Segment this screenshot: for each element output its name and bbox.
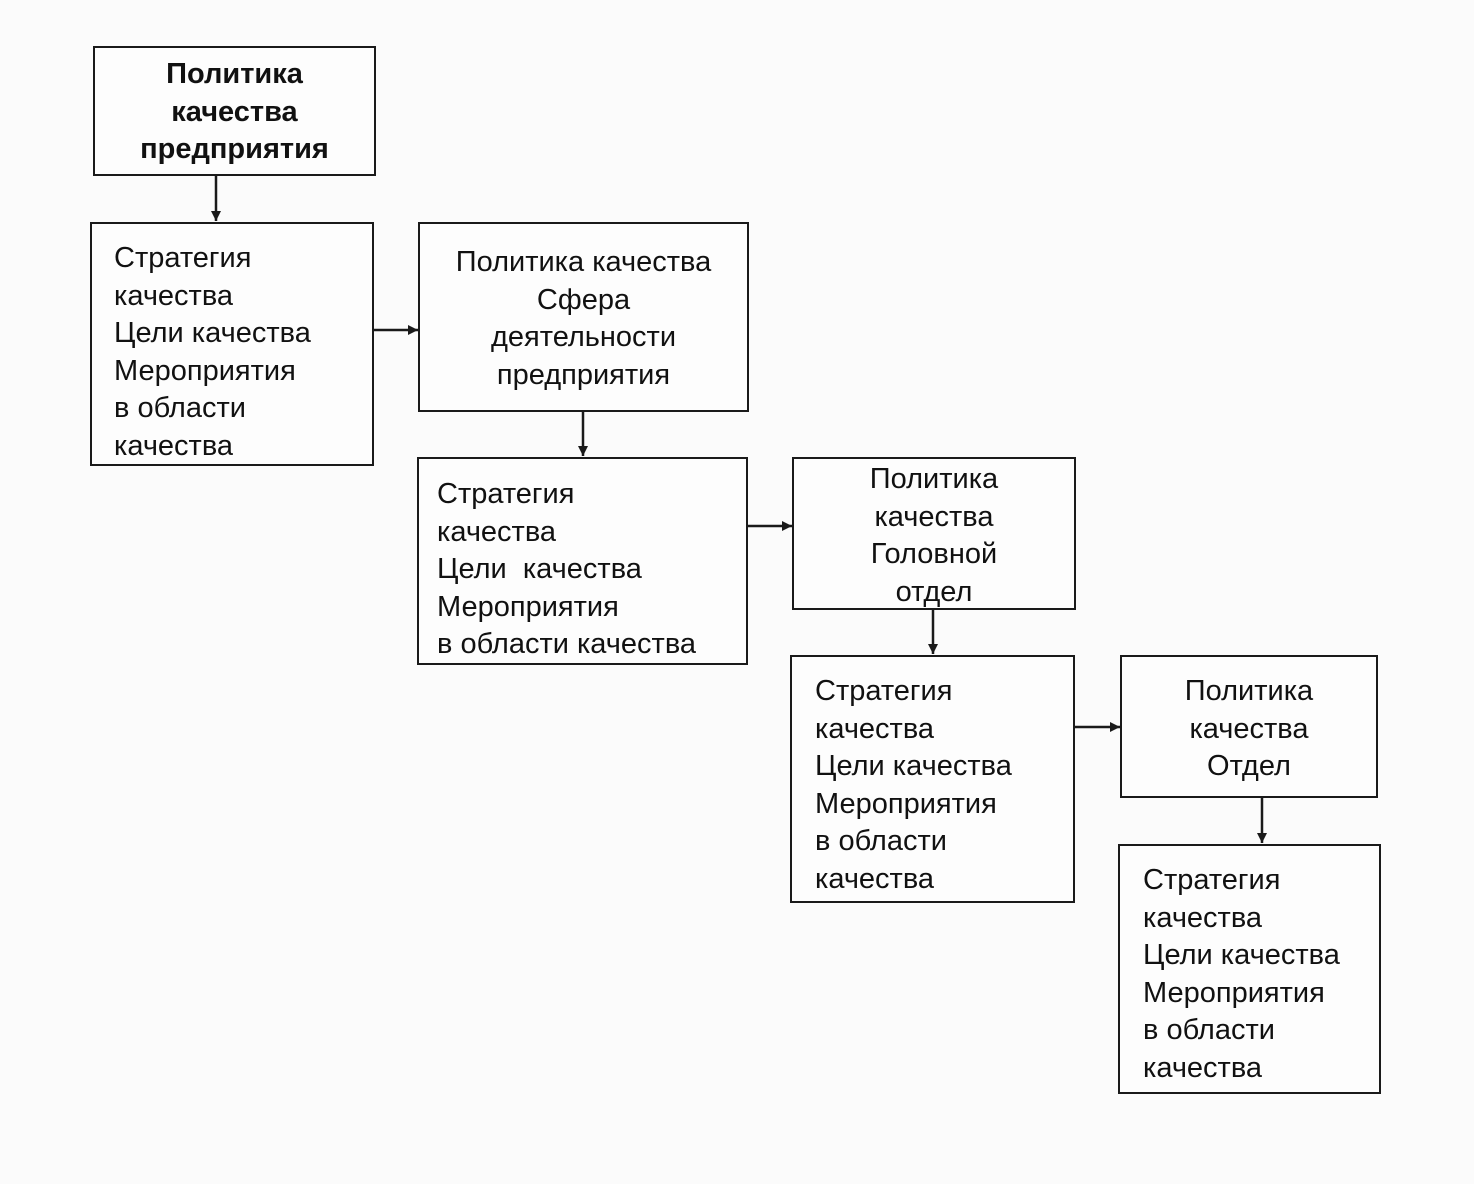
box-line: Головной	[870, 538, 998, 570]
head-department-quality-strategy-box: Стратегия качества Цели качества Меропри…	[790, 655, 1075, 903]
box-line: качества	[114, 279, 234, 312]
box-line: качества	[815, 862, 935, 895]
box-line: качества	[171, 95, 298, 128]
box-line: Мероприятия	[1143, 976, 1325, 1009]
enterprise-quality-strategy-box: Стратегия качества Цели качества Меропри…	[90, 222, 374, 466]
box-line: Политика	[1184, 675, 1314, 707]
box-line: в области	[815, 825, 947, 857]
box-line: Мероприятия	[114, 354, 296, 387]
department-quality-strategy-box: Стратегия качества Цели качества Меропри…	[1118, 844, 1381, 1094]
box-line: в области	[114, 392, 246, 424]
department-quality-policy-box: Политика качества Отдел	[1120, 655, 1378, 798]
box-line: качества	[437, 515, 557, 548]
box-line: предприятия	[496, 358, 671, 391]
box-line: в области качества	[437, 628, 697, 660]
head-department-quality-policy-box: Политика качества Головной отдел	[792, 457, 1076, 610]
box-line: Политика	[869, 463, 999, 495]
box-line: качества	[1143, 901, 1263, 934]
box-line: Отдел	[1207, 750, 1291, 782]
box-line: качества	[1189, 712, 1309, 745]
box-line: Цели качества	[437, 553, 642, 585]
box-line: Цели качества	[815, 750, 1012, 782]
business-area-quality-strategy-box: Стратегия качества Цели качества Меропри…	[417, 457, 748, 665]
box-line: отдел	[895, 575, 973, 608]
box-line: качества	[874, 500, 994, 533]
box-line: Цели качества	[1143, 939, 1340, 971]
box-line: Стратегия	[815, 675, 953, 707]
box-line: предприятия	[140, 133, 329, 165]
box-line: деятельности	[490, 321, 677, 353]
box-line: Политика качества	[455, 246, 712, 278]
box-line: в области	[1143, 1014, 1275, 1046]
box-line: Стратегия	[437, 478, 575, 510]
box-line: Мероприятия	[437, 590, 619, 623]
box-line: Стратегия	[1143, 864, 1281, 896]
box-line: Мероприятия	[815, 787, 997, 820]
box-line: качества	[815, 712, 935, 745]
box-line: качества	[114, 429, 234, 462]
box-line: Политика	[166, 58, 303, 90]
business-area-quality-policy-box: Политика качества Сфера деятельности пре…	[418, 222, 749, 412]
box-line: Сфера	[536, 283, 631, 316]
box-line: Цели качества	[114, 317, 311, 349]
box-line: Стратегия	[114, 242, 252, 274]
box-line: качества	[1143, 1051, 1263, 1084]
enterprise-quality-policy-box: Политика качества предприятия	[93, 46, 376, 176]
